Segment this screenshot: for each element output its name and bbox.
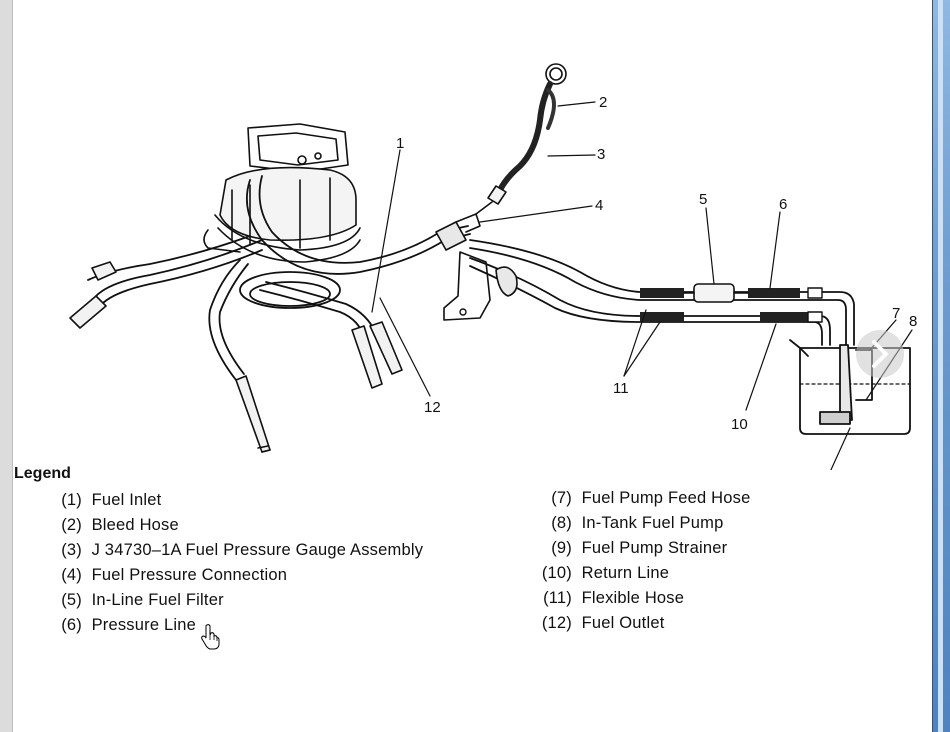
throttle-body-unit: [203, 123, 361, 263]
callout-5: 5: [699, 191, 707, 208]
pressure-connection-fitting: [435, 213, 518, 297]
callout-8: 8: [909, 313, 917, 330]
legend-item: (4) Fuel Pressure Connection: [61, 566, 288, 584]
legend-item: (12) Fuel Outlet: [541, 614, 665, 632]
gauge-assembly: [475, 63, 567, 215]
window-left-border: [0, 0, 13, 732]
legend-item: (6) Pressure Line: [61, 616, 196, 634]
window-right-border: [932, 0, 950, 732]
next-page-chevron-icon[interactable]: [856, 330, 904, 378]
legend-item: (11) Flexible Hose: [543, 589, 685, 607]
legend-item: (7) Fuel Pump Feed Hose: [551, 489, 751, 507]
callout-10: 10: [731, 416, 748, 433]
callout-11: 11: [613, 380, 629, 397]
callout-3: 3: [597, 146, 605, 163]
callout-2: 2: [599, 94, 607, 111]
injector-connectors: [69, 261, 403, 453]
callout-7: 7: [892, 305, 900, 322]
callout-4: 4: [595, 197, 603, 214]
callout-numbers: 1 2 3 4 5 6 7 8 9 10 11 12: [396, 94, 917, 433]
mounting-bracket: [443, 251, 491, 321]
callout-6: 6: [779, 196, 787, 213]
document-page: [13, 0, 931, 732]
flexible-hoses: [640, 287, 823, 323]
legend-item: (8) In-Tank Fuel Pump: [551, 514, 724, 532]
legend-title: Legend: [14, 465, 71, 482]
fuel-system-diagram: 1 2 3 4 5 6 7 8 9 10 11 12: [69, 63, 917, 470]
legend-item: (5) In-Line Fuel Filter: [61, 591, 224, 609]
legend-item: (10) Return Line: [541, 564, 670, 582]
callout-12: 12: [424, 399, 441, 416]
legend-item: (2) Bleed Hose: [61, 516, 179, 534]
fuel-lines: [87, 175, 855, 381]
legend-item: (3) J 34730–1A Fuel Pressure Gauge Assem…: [61, 541, 424, 559]
callout-1: 1: [396, 135, 404, 152]
legend-item: (9) Fuel Pump Strainer: [551, 539, 728, 557]
hand-pointer-icon: [201, 624, 221, 655]
legend-item: (1) Fuel Inlet: [61, 491, 162, 509]
